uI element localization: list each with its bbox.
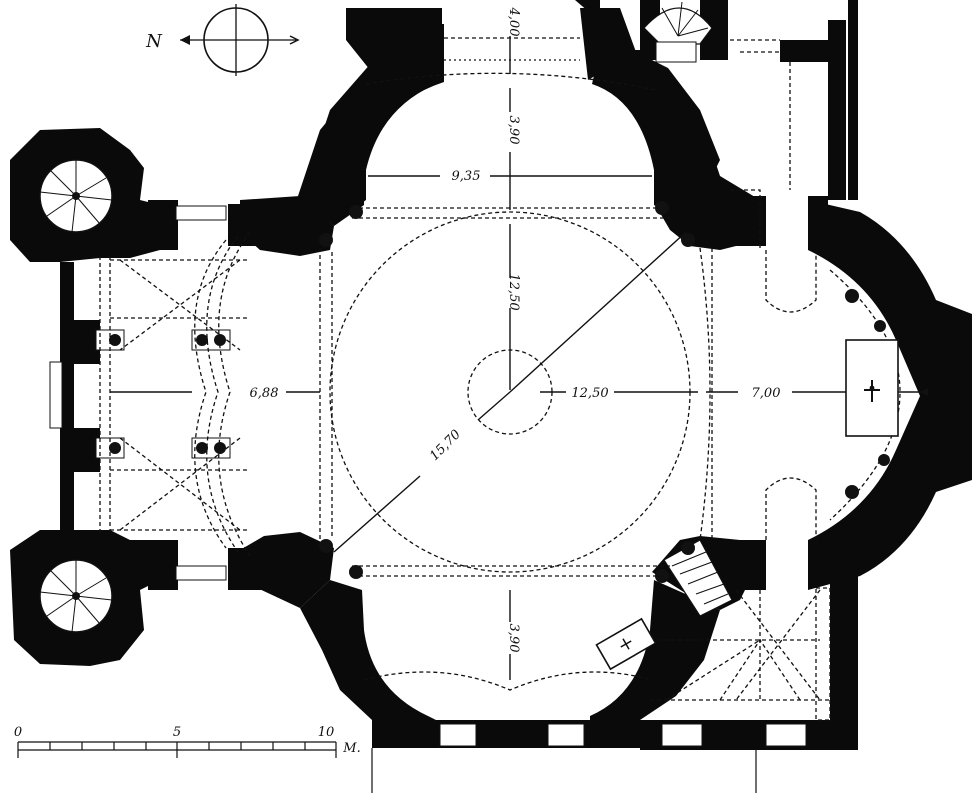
side-altar	[595, 617, 657, 671]
nw-pier	[240, 196, 334, 256]
scale-bar: 0 5 10 M.	[14, 725, 361, 758]
scale-tick-5: 5	[173, 725, 181, 740]
spiral-stair-nw	[39, 159, 113, 233]
walls	[10, 0, 972, 750]
scale-tick-0: 0	[14, 725, 22, 740]
scale-tick-10: 10	[318, 725, 335, 740]
dim-north-arm-depth: 3,90	[506, 116, 521, 145]
dim-apse: 7,00	[752, 386, 781, 401]
north-arrow-icon	[180, 35, 190, 45]
dim-south-arm-depth: 3,90	[506, 624, 521, 653]
dim-dome-horizontal: 12,50	[571, 386, 608, 401]
vault-lines	[99, 37, 901, 721]
dim-west-bay: 6,88	[250, 386, 279, 401]
straight-stair-se	[663, 539, 733, 617]
dim-diagonal: 15,70	[427, 427, 464, 464]
dim-dome-vertical: 12,50	[506, 273, 521, 310]
dim-top-width: 4,00	[506, 7, 521, 37]
sw-pier	[240, 532, 334, 608]
dim-north-arm-width: 9,35	[452, 169, 481, 184]
east-apse-wall	[808, 200, 972, 590]
window-openings	[49, 41, 807, 747]
spiral-stair-sw	[39, 559, 113, 633]
dimension-lines	[110, 36, 928, 680]
spiral-stair-ne	[643, 1, 713, 45]
main-altar	[845, 339, 899, 437]
south-arm-wall-east	[590, 580, 720, 748]
south-arm-wall-west	[300, 580, 436, 748]
compass-north-label: N	[145, 31, 163, 52]
compass: N	[145, 4, 300, 76]
scale-unit: M.	[342, 741, 360, 756]
